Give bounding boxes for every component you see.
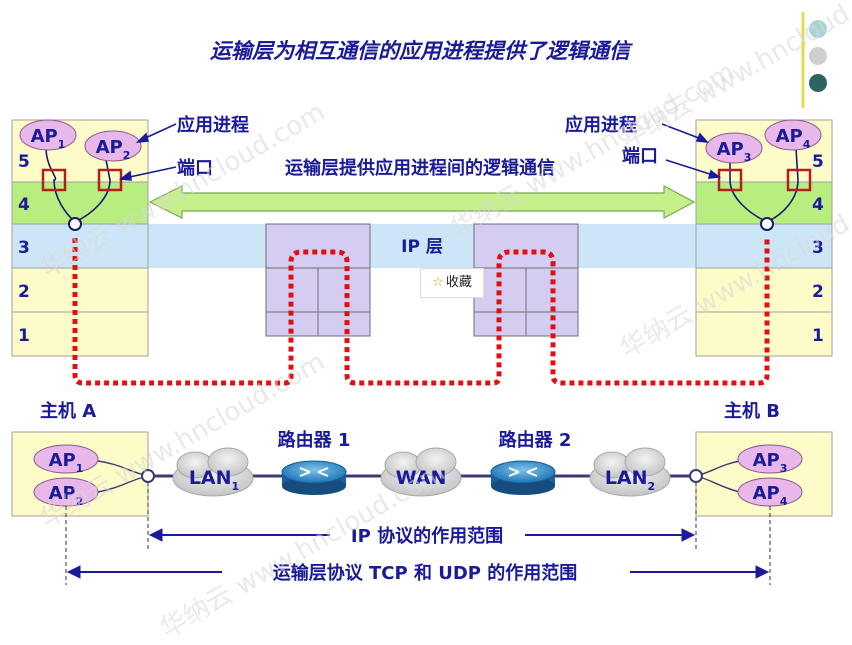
bookmark-label: 收藏 (445, 275, 472, 290)
right-layer-3: 3 (812, 238, 824, 258)
router-2-icon (490, 460, 556, 495)
right-layer-2: 2 (812, 282, 824, 302)
host-a-node (141, 469, 155, 483)
router-2-label: 路由器 2 (499, 429, 572, 451)
host-a-ap2-label: AP2 (49, 483, 84, 508)
left-layer-5: 5 (18, 152, 30, 172)
bookmark-badge[interactable]: ☆收藏 (420, 268, 484, 298)
left-ap2-ellipse (84, 130, 142, 162)
left-layer-1: 1 (18, 326, 30, 346)
left-ap1-wire (45, 147, 76, 223)
right-ap4-wire (766, 147, 799, 223)
right-port-2 (786, 168, 812, 192)
diagram-title: 运输层为相互通信的应用进程提供了逻辑通信 (210, 39, 633, 63)
host-b-label: 主机 B (724, 400, 780, 422)
host-a-label: 主机 A (40, 400, 96, 422)
router-box-2 (473, 223, 579, 337)
left-port-2 (97, 168, 123, 192)
right-ap3-label: AP3 (717, 139, 752, 164)
left-ap1-ellipse (19, 119, 77, 151)
ip-layer-band (148, 224, 696, 268)
logical-comm-label: 运输层提供应用进程间的逻辑通信 (285, 157, 555, 179)
app-process-label-left: 应用进程 (177, 114, 249, 136)
ip-layer-label: IP 层 (401, 237, 443, 257)
app-process-label-right: 应用进程 (565, 114, 637, 136)
port-label-left: 端口 (177, 158, 213, 179)
transport-scope-label: 运输层协议 TCP 和 UDP 的作用范围 (273, 562, 578, 584)
ip-scope-arrow (148, 528, 696, 542)
port-label-right: 端口 (622, 146, 658, 167)
nav-dot-2 (809, 47, 827, 65)
lan2-cloud (589, 447, 671, 497)
pointer-arrows (118, 123, 722, 181)
logical-comm-arrow (148, 185, 696, 219)
left-ap2-label: AP2 (96, 137, 131, 162)
left-layer-3: 3 (18, 238, 30, 258)
left-ap2-wire (74, 159, 111, 223)
right-layer-4: 4 (812, 195, 824, 215)
transport-scope-arrow (66, 565, 770, 579)
wan-cloud (380, 447, 462, 497)
router-1-label: 路由器 1 (278, 429, 351, 451)
lan1-label: LAN1 (189, 467, 239, 493)
lan2-label: LAN2 (605, 467, 655, 493)
wan-label: WAN (396, 467, 447, 489)
router-box-1 (265, 223, 371, 337)
nav-dot-1 (809, 20, 827, 38)
right-port-1 (717, 168, 743, 192)
host-b-ap3-ellipse (737, 444, 803, 474)
router-1-icon (281, 460, 347, 495)
right-layer-1: 1 (812, 326, 824, 346)
host-b-ap3-label: AP3 (753, 450, 788, 475)
scope-guides (65, 482, 771, 585)
star-icon: ☆ (432, 275, 444, 290)
right-layer-5: 5 (812, 152, 824, 172)
left-layer-2: 2 (18, 282, 30, 302)
right-ap3-ellipse (705, 132, 763, 164)
left-port-1 (41, 168, 67, 192)
right-ap3-wire (729, 162, 768, 223)
host-a-ap1-label: AP1 (49, 450, 84, 475)
right-ap4-ellipse (764, 119, 822, 151)
host-a-ap1-ellipse (33, 444, 99, 474)
host-b-node (689, 469, 703, 483)
data-path-dotted (72, 238, 770, 386)
right-ip-node (760, 217, 774, 231)
lan1-cloud (172, 447, 254, 497)
nav-dot-3 (809, 74, 827, 92)
left-ip-node (68, 217, 82, 231)
right-ap4-label: AP4 (776, 126, 811, 151)
left-ap1-label: AP1 (31, 126, 66, 151)
ip-scope-label: IP 协议的作用范围 (351, 525, 503, 547)
host-b-ap4-label: AP4 (753, 483, 788, 508)
left-layer-4: 4 (18, 195, 30, 215)
